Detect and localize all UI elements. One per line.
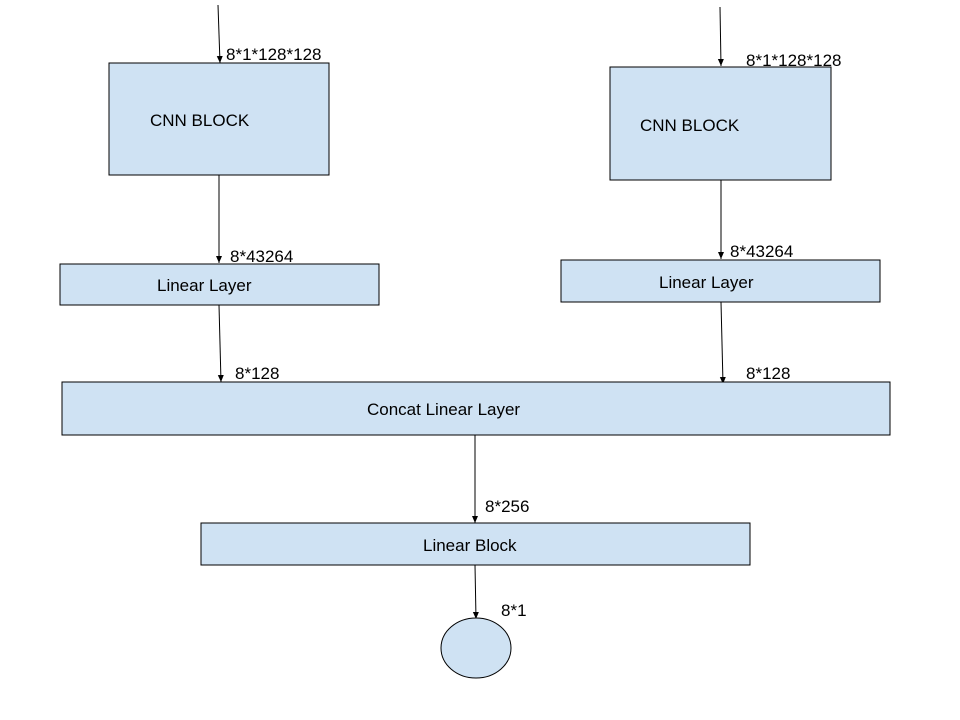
left-linear-layer-label: Linear Layer [157, 276, 252, 295]
concat-out-shape-label: 8*256 [485, 497, 529, 516]
right-input-arrow [717, 6, 724, 67]
right-linear-layer [560, 259, 881, 303]
linear-block [200, 522, 751, 566]
left-cnn-block [108, 62, 330, 176]
left-linear-to-concat-arrow [217, 304, 224, 383]
right-linear-layer-label: Linear Layer [659, 273, 754, 292]
output-node [440, 617, 512, 679]
concat-linear-layer [61, 381, 891, 436]
left-input-shape-label: 8*1*128*128 [226, 45, 321, 64]
right-cnn-block [609, 66, 832, 181]
linear-block-to-output-arrow [472, 564, 479, 620]
right-input-shape-label: 8*1*128*128 [746, 51, 841, 70]
right-linear-out-shape-label: 8*128 [746, 364, 790, 383]
right-linear-to-concat-arrow [719, 301, 726, 385]
left-input-arrow [216, 4, 223, 64]
right-cnn-out-shape-label: 8*43264 [730, 242, 793, 261]
left-linear-layer [59, 263, 380, 306]
left-linear-out-shape-label: 8*128 [235, 364, 279, 383]
left-cnn-out-shape-label: 8*43264 [230, 247, 293, 266]
right-cnn-block-label: CNN BLOCK [640, 116, 740, 135]
concat-linear-layer-label: Concat Linear Layer [367, 400, 520, 419]
left-cnn-block-label: CNN BLOCK [150, 111, 250, 130]
output-shape-label: 8*1 [501, 601, 527, 620]
linear-block-label: Linear Block [423, 536, 517, 555]
